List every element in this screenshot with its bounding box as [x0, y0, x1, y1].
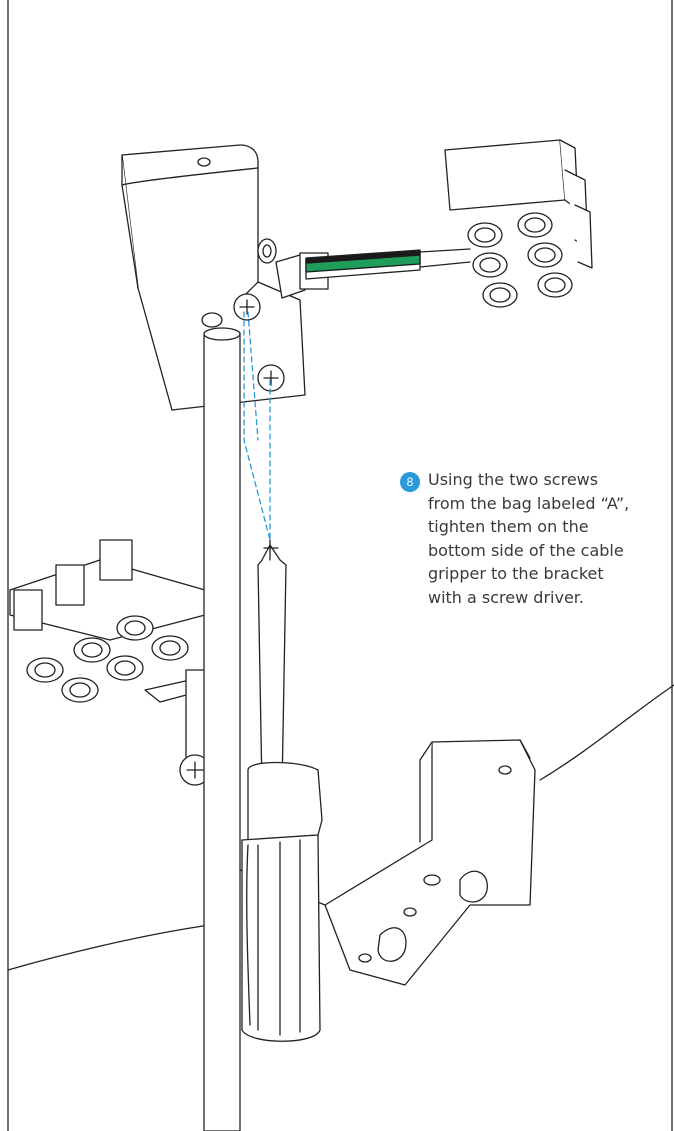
bracket-upper	[121, 144, 306, 411]
step-number-badge: 8	[400, 472, 420, 492]
terminal-block-right	[444, 139, 593, 308]
pole	[203, 327, 241, 1131]
terminal-block-left	[9, 539, 206, 703]
screwdriver	[241, 539, 323, 1042]
page-frame	[7, 0, 673, 1131]
instruction-text: Using the two screws from the bag labele…	[428, 470, 630, 607]
panel-outline	[7, 684, 674, 971]
cable-gripper	[275, 248, 471, 299]
screws-upper	[233, 293, 285, 392]
guide-lines	[243, 311, 271, 541]
